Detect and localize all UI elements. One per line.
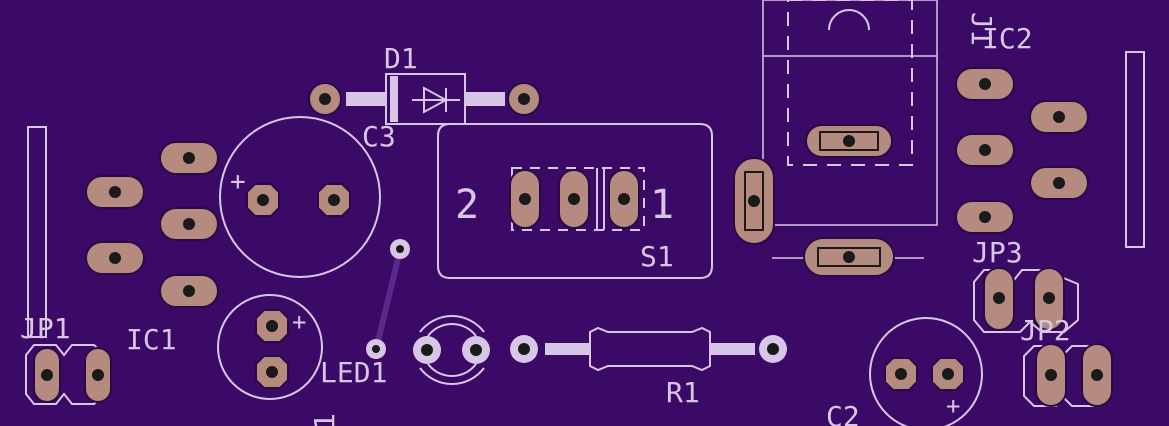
label-c3: C3 [362,120,396,153]
r1-drill-right [767,343,779,355]
switch-s1 [437,123,713,279]
label-led1: LED1 [320,356,387,389]
led1-arc-top-inner [427,323,477,337]
connector-j1 [733,0,938,277]
jp3-drill-2 [1043,292,1055,304]
led1-drill-right [470,344,482,356]
r1-lead-left [545,343,590,355]
left-header-outline [27,126,47,338]
label-c2: C2 [826,400,860,426]
d1-cathode-band [390,76,398,122]
jp1-drill-1 [41,369,53,381]
s1-drill-2 [519,193,531,205]
c3-plus-mark: + [230,167,246,197]
s1-inner-outline [511,167,645,231]
c3-drill-minus [328,194,340,206]
d1-lead-right [465,92,505,106]
label-d1: D1 [384,42,418,75]
j1-drill-top [843,135,855,147]
led1-arc-bottom-outer [419,367,485,385]
capacitor-c1: + [217,294,323,400]
label-s1-pin2: 2 [455,182,479,228]
regulator-ic1 [85,141,219,308]
j1-pad-left-slot [744,171,764,231]
ic1-drill-4 [109,252,121,264]
regulator-ic2 [955,67,1089,234]
c1-drill-plus [266,320,278,332]
label-s1-pin1: 1 [650,182,674,228]
ic2-drill-4 [1053,177,1065,189]
j1-outline [762,0,938,226]
resistor-r1 [510,326,787,372]
ic1-drill-1 [183,152,195,164]
r1-lead-right [710,343,755,355]
j1-drill-bottom [843,251,855,263]
jp2-drill-2 [1091,369,1103,381]
j1-pad-top-slot [819,131,879,151]
j1-pad-bottom-slot [817,247,881,267]
c1-drill-minus [266,366,278,378]
label-jp2: JP2 [1020,314,1071,347]
ic1-drill-2 [109,186,121,198]
jp3-drill-1 [993,292,1005,304]
jp1-drill-2 [92,369,104,381]
led1-via-bottom-drill [372,345,380,353]
ic2-drill-1 [979,78,991,90]
c1-plus-mark: + [292,308,306,336]
ic1-drill-5 [183,285,195,297]
led1-drill-left [421,344,433,356]
j1-notch [828,9,870,31]
c2-outline [869,317,983,426]
jp3-outline [973,269,1079,333]
label-c1-partial: 1 [308,413,341,426]
c3-outline [219,116,381,278]
jumper-jp1 [25,344,112,405]
label-r1: R1 [666,376,700,409]
capacitor-c3: + [219,116,381,278]
jumper-jp2: JP2 [1020,314,1113,407]
d1-body [385,73,466,125]
r1-drill-left [518,343,530,355]
capacitor-c2: + [869,317,983,426]
s1-drill-common [568,193,580,205]
led1-via-top-drill [396,245,404,253]
d1-lead-left [346,92,386,106]
ic2-drill-2 [1053,111,1065,123]
right-header-outline [1125,51,1145,248]
led1-arc-top-outer [419,315,485,333]
ic2-drill-5 [979,211,991,223]
j1-drill-left [748,195,760,207]
d1-drill-left [319,93,331,105]
c2-drill-plus [942,368,954,380]
label-ic1: IC1 [126,323,177,356]
label-jp1: JP1 [20,312,71,345]
led1-wire [373,249,403,351]
r1-body [589,326,711,372]
diode-d1 [308,73,541,125]
d1-drill-right [518,93,530,105]
c3-drill-plus [257,194,269,206]
ic2-drill-3 [979,144,991,156]
label-s1: S1 [640,240,674,273]
jp2-drill-1 [1045,369,1057,381]
jumper-jp3 [973,267,1079,333]
c2-plus-mark: + [946,392,960,420]
s1-outline [437,123,713,279]
label-j1: J1 [965,12,998,46]
c2-drill-minus [895,368,907,380]
led-led1 [366,239,490,385]
led1-arc-bottom-inner [427,363,477,377]
s1-drill-1 [618,193,630,205]
label-ic2: IC2 [982,22,1033,55]
jp1-outline [25,344,105,405]
label-jp3: JP3 [972,236,1023,269]
c1-outline [217,294,323,400]
ic1-drill-3 [183,218,195,230]
